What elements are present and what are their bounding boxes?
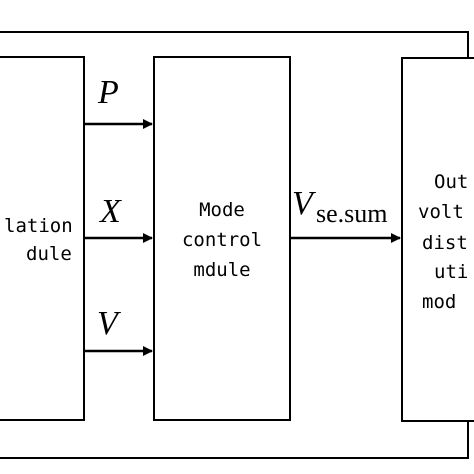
signal-label-vse-sub: se.sum [316,199,388,228]
signal-label-x: X [98,193,122,230]
signal-label-p: P [97,74,119,111]
signal-label-v: V [97,305,122,342]
right-block-line-5: mod [422,291,456,313]
right-block-line-1: Out [434,171,468,193]
right-block-line-4: uti [434,261,468,283]
right-block-line-2: volt [418,201,464,223]
left-block-line-1: lation [4,215,73,237]
middle-block-line-3: mdule [193,259,250,281]
right-block-line-3: dist [422,232,468,254]
middle-block: Mode control mdule [153,56,291,421]
middle-block-line-1: Mode [199,199,245,221]
middle-block-line-2: control [182,229,262,251]
left-block-box [0,56,85,421]
middle-block-box [153,56,291,421]
right-block: Out volt dist uti mod [401,57,474,422]
left-block: lation dule [0,56,85,421]
left-block-line-2: dule [26,243,72,265]
signal-label-vse-main: V [292,185,317,222]
right-block-box [401,57,474,422]
